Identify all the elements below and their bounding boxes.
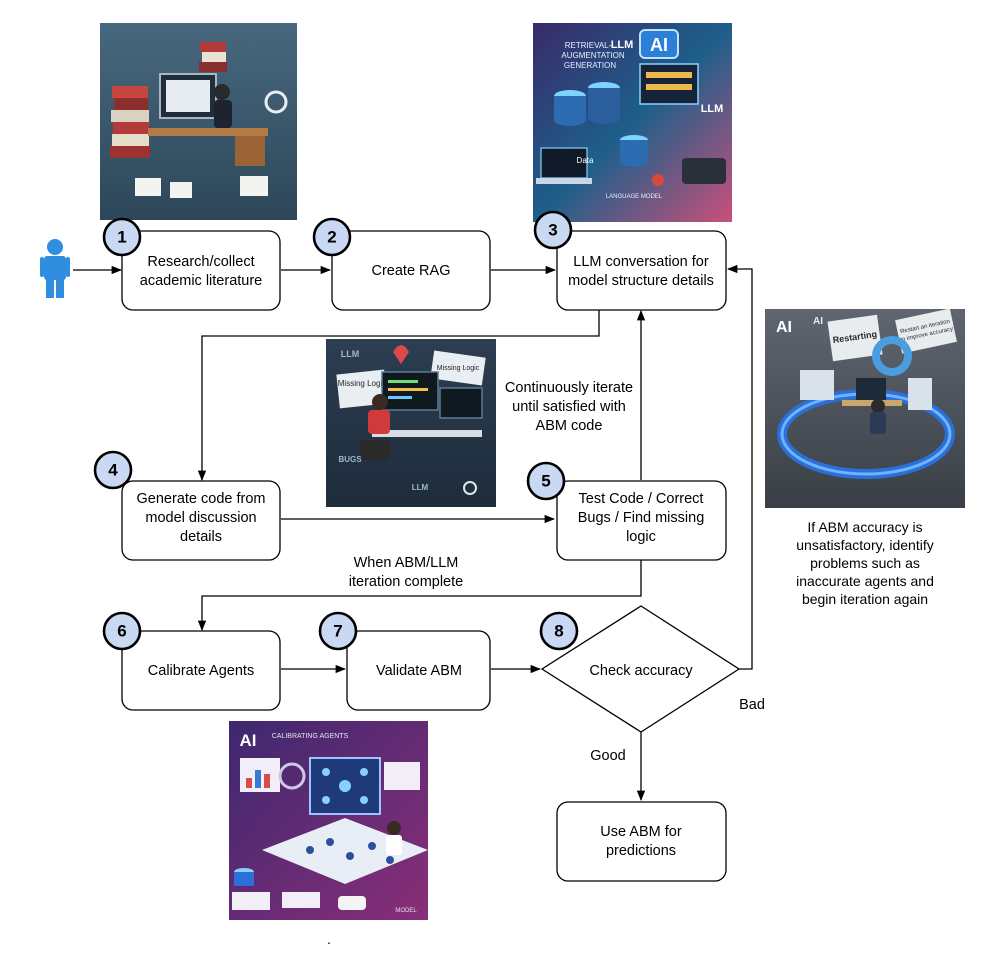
ill-text: AI xyxy=(776,319,792,336)
ill-text: Data xyxy=(577,156,594,165)
svg-text:When ABM/LLM: When ABM/LLM xyxy=(354,555,459,571)
edges xyxy=(73,264,753,802)
ill-text: LANGUAGE MODEL xyxy=(606,194,663,200)
node-llm-line: LLM conversation for xyxy=(573,254,709,270)
svg-text:begin iteration again: begin iteration again xyxy=(802,591,928,607)
label-good: Good xyxy=(590,748,625,764)
node-research-line: Research/collect xyxy=(147,254,254,270)
node-use-abm: Use ABM for predictions xyxy=(556,801,727,882)
node-calibrate-line: Calibrate Agents xyxy=(148,663,254,679)
badge-5: 5 xyxy=(526,461,566,501)
svg-text:ABM code: ABM code xyxy=(536,418,603,434)
badge-8: 8 xyxy=(539,611,579,651)
node-validate-line: Validate ABM xyxy=(376,663,462,679)
illustration-research xyxy=(100,23,297,220)
svg-text:4: 4 xyxy=(108,461,118,480)
badge-2: 2 xyxy=(312,217,352,257)
badge-6: 6 xyxy=(102,611,142,651)
svg-text:5: 5 xyxy=(541,472,550,491)
ill-text: MODEL xyxy=(395,908,417,914)
ill-text: GENERATION xyxy=(564,61,617,70)
footer-mark: . xyxy=(327,931,331,947)
node-check-accuracy: Check accuracy xyxy=(540,605,741,733)
node-check-line: Check accuracy xyxy=(589,663,693,679)
svg-text:problems such as: problems such as xyxy=(810,555,920,571)
node-test-line: Bugs / Find missing xyxy=(578,510,705,526)
ill-text: AI xyxy=(650,35,668,55)
ill-text: AI xyxy=(813,316,823,327)
ill-text: Missing Logic xyxy=(338,379,386,388)
ill-text: BUGS xyxy=(338,455,362,464)
badge-7: 7 xyxy=(318,611,358,651)
svg-text:until satisfied with: until satisfied with xyxy=(512,399,626,415)
node-research: Research/collect academic literature xyxy=(121,230,281,311)
node-create-rag-line: Create RAG xyxy=(372,263,451,279)
svg-text:3: 3 xyxy=(548,221,557,240)
svg-text:6: 6 xyxy=(117,622,126,641)
node-create-rag: Create RAG xyxy=(331,230,491,311)
node-test-line: Test Code / Correct xyxy=(579,491,704,507)
ill-text: LLM xyxy=(412,483,429,492)
node-generate-line: details xyxy=(180,529,222,545)
node-llm-line: model structure details xyxy=(568,273,714,289)
node-use-line: predictions xyxy=(606,843,676,859)
node-generate-code: Generate code from model discussion deta… xyxy=(121,480,281,561)
svg-text:Continuously iterate: Continuously iterate xyxy=(505,380,633,396)
note-restart: If ABM accuracy is unsatisfactory, ident… xyxy=(796,519,934,607)
ill-text: AI xyxy=(240,731,257,750)
svg-text:2: 2 xyxy=(327,228,336,247)
ill-text: LLM xyxy=(611,39,634,51)
node-use-line: Use ABM for xyxy=(600,824,682,840)
svg-text:If ABM accuracy is: If ABM accuracy is xyxy=(807,519,922,535)
node-validate-abm: Validate ABM xyxy=(346,630,491,711)
node-generate-line: model discussion xyxy=(145,510,256,526)
svg-text:7: 7 xyxy=(333,622,342,641)
node-calibrate-agents: Calibrate Agents xyxy=(121,630,281,711)
node-generate-line: Generate code from xyxy=(137,491,266,507)
ill-text: RETRIEVAL- xyxy=(565,41,612,50)
badge-1: 1 xyxy=(102,217,142,257)
person-icon xyxy=(40,239,70,298)
label-iteration-complete: When ABM/LLM iteration complete xyxy=(349,555,463,590)
svg-text:1: 1 xyxy=(117,228,126,247)
node-research-line: academic literature xyxy=(140,273,263,289)
illustration-calibration: AI CALIBRATING AGENTS MODEL xyxy=(229,721,428,920)
label-continuously-iterate: Continuously iterate until satisfied wit… xyxy=(505,380,633,434)
ill-text: LLM xyxy=(701,103,724,115)
badge-4: 4 xyxy=(93,450,133,490)
node-test-line: logic xyxy=(626,529,656,545)
svg-text:iteration complete: iteration complete xyxy=(349,574,463,590)
label-bad: Bad xyxy=(739,697,765,713)
ill-text: AUGMENTATION xyxy=(561,51,624,60)
illustration-coding: LLM Missing Logic Missing Logic BUGS LLM xyxy=(326,339,496,507)
node-test-code: Test Code / Correct Bugs / Find missing … xyxy=(556,480,727,561)
edge-test-to-calibrate xyxy=(197,560,642,632)
ill-text: Missing Logic xyxy=(437,365,480,372)
ill-text: CALIBRATING AGENTS xyxy=(272,733,349,740)
illustration-rag: AI RETRIEVAL- AUGMENTATION GENERATION LL… xyxy=(533,23,732,222)
illustration-restart: AI AI Restarting Restart an iteration to… xyxy=(765,308,965,508)
ill-text: LLM xyxy=(341,349,360,359)
node-llm-conversation: LLM conversation for model structure det… xyxy=(556,230,727,311)
svg-text:8: 8 xyxy=(554,622,563,641)
svg-text:inaccurate agents and: inaccurate agents and xyxy=(796,573,934,589)
edge-llm-to-generate xyxy=(197,310,600,482)
edge-check-bad-to-llm xyxy=(726,264,753,670)
badge-3: 3 xyxy=(533,210,573,250)
svg-text:unsatisfactory, identify: unsatisfactory, identify xyxy=(796,537,933,553)
